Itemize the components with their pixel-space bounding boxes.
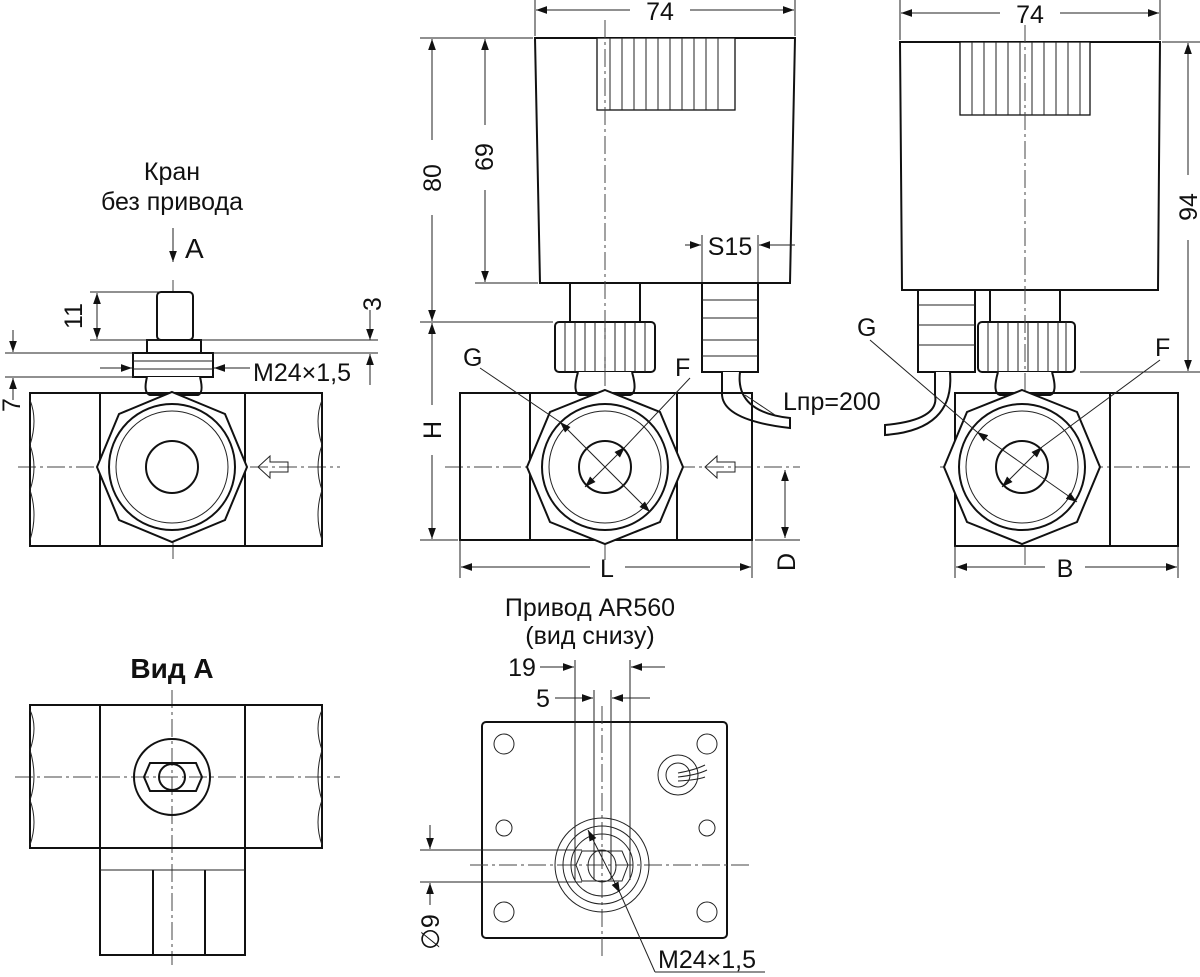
dim-stem-11: 11 (60, 303, 88, 329)
side-view-with-actuator: G F 74 94 B (857, 0, 1200, 583)
nut (132, 352, 214, 378)
dim-box-69: 69 (471, 143, 499, 171)
cable-gland (917, 289, 976, 373)
cable-length-label: Lпр=200 (783, 388, 881, 416)
valve-without-actuator-view: Кран без привода A 11 3 M24×1,5 7 (0, 158, 387, 560)
flow-arrow-icon (257, 454, 289, 480)
mounting-plate (481, 721, 728, 939)
view-a: Вид А (15, 653, 340, 965)
valve-title-line2: без привода (101, 188, 243, 216)
dim-height-94: 94 (1175, 193, 1200, 221)
dim-l: L (600, 555, 614, 583)
bottom-title-line2: (вид снизу) (525, 622, 654, 650)
cable-gland (701, 282, 759, 373)
bottom-title-line1: Привод AR560 (505, 594, 675, 622)
port-f-label: F (675, 354, 690, 382)
dim-width-74: 74 (646, 0, 674, 26)
dim-width-74: 74 (1016, 1, 1044, 29)
flow-arrow-icon (704, 454, 736, 480)
front-view-with-actuator: G F 74 80 69 S15 Lпр=200 H L D (419, 0, 881, 583)
view-a-title: Вид А (130, 653, 213, 684)
port-g-label: G (857, 314, 876, 342)
dim-nut-7: 7 (0, 398, 26, 412)
cable (884, 371, 952, 437)
dim-d: D (773, 553, 801, 571)
actuator-bottom-view: Привод AR560 (вид снизу) 19 5 ∅9 M24×1,5 (417, 594, 765, 974)
dim-b: B (1057, 555, 1074, 583)
dim-total-80: 80 (419, 164, 447, 192)
port-g-label: G (463, 344, 482, 372)
dim-thread-m24: M24×1,5 (658, 946, 756, 974)
view-a-mark: A (185, 233, 204, 264)
valve-title-line1: Кран (144, 158, 200, 186)
dim-5: 5 (536, 685, 550, 713)
stem (156, 291, 194, 341)
dim-thread-m24: M24×1,5 (253, 359, 351, 387)
lower-branch (99, 847, 246, 956)
dim-19: 19 (508, 654, 536, 682)
dim-diameter-9: ∅9 (417, 914, 445, 950)
port-f-label: F (1155, 334, 1170, 362)
dim-gland-s15: S15 (708, 233, 752, 261)
dim-top-3: 3 (359, 297, 387, 311)
cable (720, 371, 791, 430)
dim-h: H (419, 421, 447, 439)
